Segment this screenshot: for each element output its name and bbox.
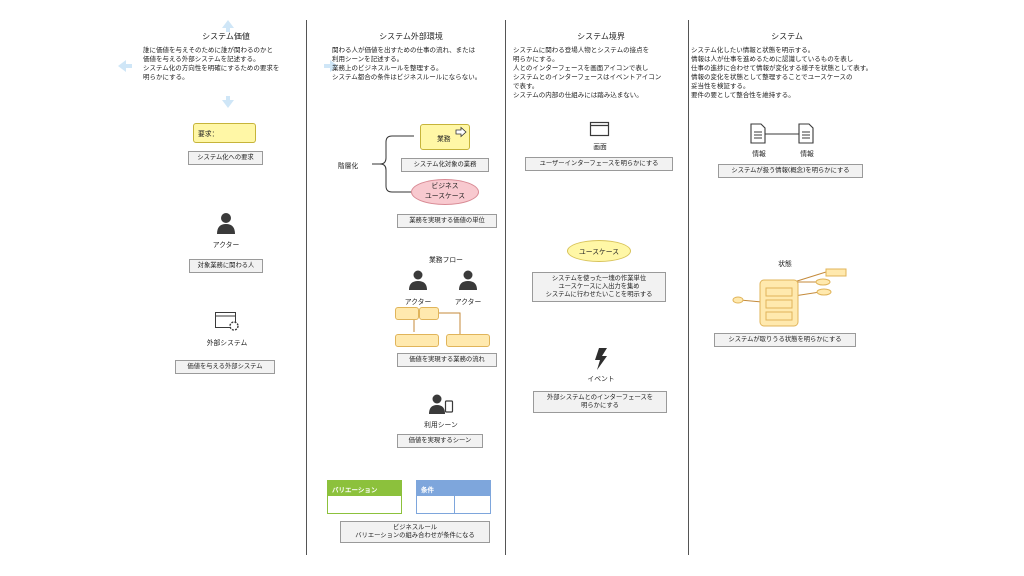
info-label-1: 情報 <box>752 150 766 158</box>
usecase-label: ユースケース <box>578 248 620 256</box>
variation-header-label: バリエーション <box>332 486 378 494</box>
external-system-icon <box>215 312 239 331</box>
condition-header-label: 条件 <box>421 486 434 494</box>
usage-scene-label: 利用シーン <box>424 421 458 429</box>
info-note: システムが扱う情報(概念)を明らかにする <box>718 164 863 178</box>
usecase-ellipse <box>567 240 631 262</box>
condition-header: 条件 <box>417 481 490 496</box>
divider-3 <box>688 20 689 555</box>
event-note: 外部システムとのインターフェースを 明らかにする <box>533 391 667 413</box>
business-rule-note: ビジネスルール バリエーションの組み合わせが条件になる <box>340 521 490 543</box>
event-icon <box>595 348 607 370</box>
flow-step-4 <box>446 334 490 347</box>
info-label-2: 情報 <box>800 150 814 158</box>
usecase-note: システムを使った一塊の作業単位 ユースケースに入出力を集め システムに行わせたい… <box>532 272 666 302</box>
value-description: 誰に価値を与えそのために誰が関わるのかと 価値を与える外部システムを記述する。 … <box>143 46 280 81</box>
business-usecase-ellipse <box>411 179 479 205</box>
layering-brace <box>372 135 414 193</box>
event-label: イベント <box>587 375 615 383</box>
screen-label: 画面 <box>593 143 607 151</box>
flow-actor-icon-2 <box>459 270 477 290</box>
business-box-label: 業務 <box>437 135 451 143</box>
system-description: システム化したい情報と状態を明示する。 情報は人が仕事を進めるために認識している… <box>691 46 873 99</box>
external-system-note: 価値を与える外部システム <box>175 360 275 374</box>
system-title: システム <box>771 32 803 41</box>
usage-scene-icon <box>429 394 454 414</box>
flow-actor-label-2: アクター <box>454 298 482 306</box>
flow-actor-icon-1 <box>409 270 427 290</box>
condition-table: 条件 <box>416 480 491 514</box>
flow-connectors <box>413 312 461 334</box>
actor-note: 対象業務に関わる人 <box>189 259 263 273</box>
business-flow-label: 業務フロー <box>429 256 463 264</box>
condition-column-divider <box>454 496 455 513</box>
environment-title: システム外部環境 <box>379 32 443 41</box>
state-note: システムが取りうる状態を明らかにする <box>714 333 856 347</box>
actor-icon <box>217 213 235 234</box>
variation-table: バリエーション <box>327 480 402 514</box>
value-title: システム価値 <box>202 32 250 41</box>
actor-label: アクター <box>212 241 240 249</box>
environment-description: 関わる人が価値を出すための仕事の流れ、または 利用シーンを記述する。 業務上のビ… <box>332 46 482 81</box>
screen-note: ユーザーインターフェースを明らかにする <box>525 157 673 171</box>
external-system-label: 外部システム <box>206 339 248 347</box>
requirement-note: システム化への要求 <box>188 151 263 165</box>
business-usecase-label: ビジネス ユースケース <box>424 182 466 200</box>
requirement-box: 要求： <box>193 123 256 143</box>
faint-arrows-icon <box>118 20 338 108</box>
requirement-box-label: 要求： <box>198 130 219 138</box>
info-document-icons <box>750 123 814 144</box>
divider-2 <box>505 20 506 555</box>
usage-scene-note: 価値を実現するシーン <box>397 434 483 448</box>
business-usecase-note: 業務を実現する価値の単位 <box>397 214 497 228</box>
layering-label: 階層化 <box>337 162 359 170</box>
screen-icon <box>589 121 610 137</box>
flow-step-2 <box>419 307 439 320</box>
state-label: 状態 <box>778 260 792 268</box>
divider-1 <box>306 20 307 555</box>
state-diagram <box>732 268 847 327</box>
variation-header: バリエーション <box>328 481 401 496</box>
boundary-title: システム境界 <box>577 32 625 41</box>
boundary-description: システムに関わる登場人物とシステムの接点を 明らかにする。 人とのインターフェー… <box>513 46 662 99</box>
flow-actor-label-1: アクター <box>404 298 432 306</box>
business-note: システム化対象の業務 <box>401 158 489 172</box>
flow-step-3 <box>395 334 439 347</box>
flow-step-1 <box>395 307 419 320</box>
business-flow-note: 価値を実現する業務の流れ <box>397 353 497 367</box>
business-arrow-icon <box>455 126 467 138</box>
